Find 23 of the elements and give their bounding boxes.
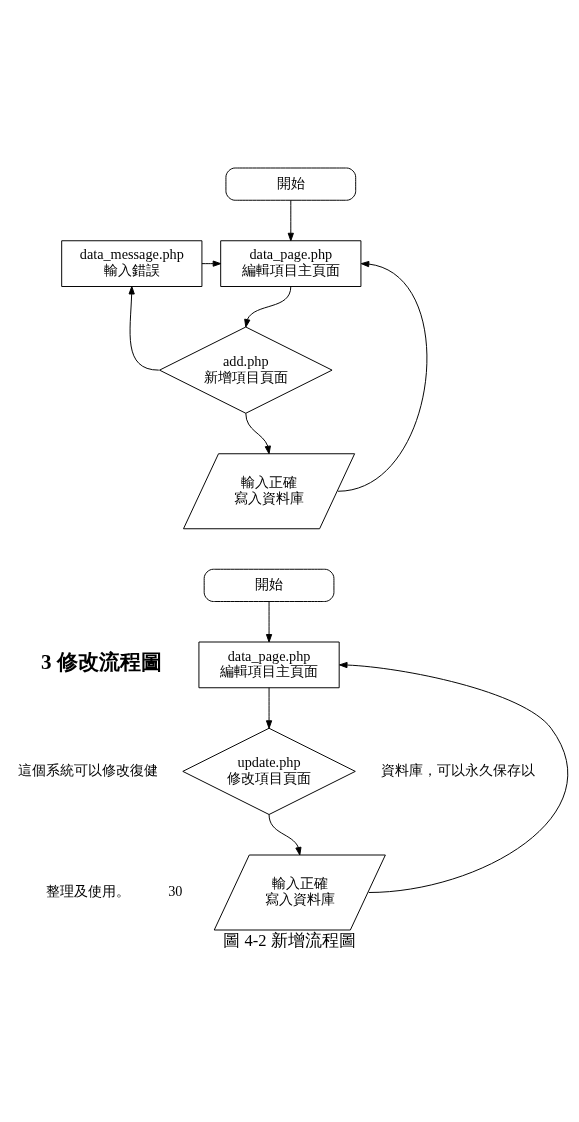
caption: 圖 4-2 新增流程圖 — [223, 931, 356, 951]
arrow — [287, 199, 294, 242]
arrow — [339, 661, 569, 893]
node-box: 開始 — [225, 167, 357, 201]
label: 3 修改流程圖 — [41, 650, 162, 675]
node-diamond: add.php 新增項目頁面 — [159, 326, 333, 414]
arrow — [201, 260, 222, 267]
node-box: 開始 — [203, 568, 335, 602]
node-diamond: update.php 修改項目頁面 — [182, 727, 356, 815]
arrow — [265, 601, 273, 643]
arrow — [244, 286, 292, 328]
node-box: data_page.php 編輯項目主頁面 — [198, 641, 340, 689]
arrow — [268, 814, 302, 856]
label: 整理及使用。 — [45, 883, 130, 900]
arrow — [337, 260, 428, 492]
arrow — [245, 412, 271, 455]
node-box: data_message.php 輸入錯誤 — [61, 240, 203, 287]
label: 資料庫，可以永久保存以 — [381, 761, 536, 778]
arrow — [265, 687, 273, 729]
label: 30 — [168, 883, 183, 900]
node-box: data_page.php 編輯項目主頁面 — [220, 240, 362, 287]
arrow — [128, 286, 160, 371]
label: 這個系統可以修改復健 — [17, 761, 158, 778]
